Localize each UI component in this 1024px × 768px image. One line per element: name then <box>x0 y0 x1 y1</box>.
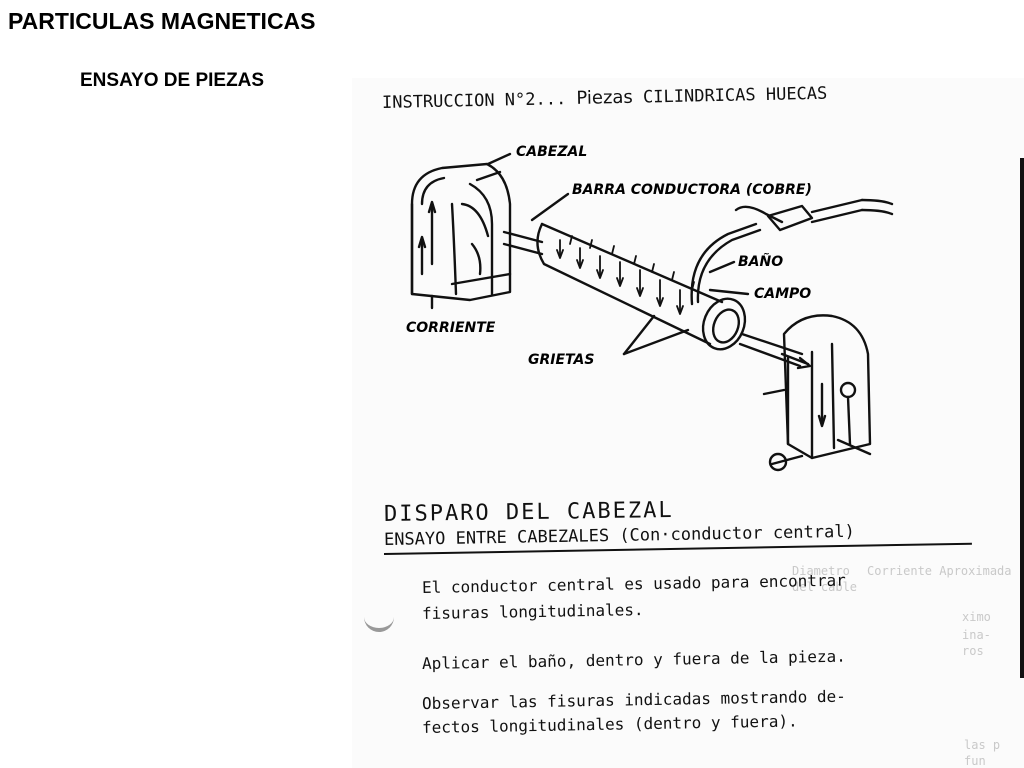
bleed-text: Diametro <box>792 564 850 578</box>
bleed-text: fun <box>964 754 986 768</box>
bleed-text: del cable <box>792 580 858 594</box>
bleed-text: ina- <box>962 628 991 642</box>
instruction-prefix: INSTRUCCION N°2... <box>381 89 567 113</box>
paragraph-1-line-1: El conductor central es usado para encon… <box>421 570 846 597</box>
punch-hole-mark <box>364 608 394 632</box>
bleed-text: ximo <box>962 610 991 624</box>
paragraph-3-line-1: Observar las fisuras indicadas mostrando… <box>421 686 846 713</box>
label-bar: BARRA CONDUCTORA (COBRE) <box>572 182 812 198</box>
bath-nozzle <box>690 198 894 306</box>
paragraph-3-line-2: fectos longitudinales (dentro y fuera). <box>421 711 798 737</box>
label-field: CAMPO <box>754 286 811 302</box>
instruction-rest: CILINDRICAS HUECAS <box>642 83 828 108</box>
slide-subtitle: ENSAYO DE PIEZAS <box>80 70 265 91</box>
label-head: CABEZAL <box>516 144 587 160</box>
label-bath: BAÑO <box>738 253 783 270</box>
bleed-text: Corriente Aproximada <box>867 564 1012 578</box>
paragraph-2: Aplicar el baño, dentro y fuera de la pi… <box>421 646 846 673</box>
bleed-text: ros <box>962 644 984 658</box>
label-current: CORRIENTE <box>406 320 496 336</box>
scan-edge-shadow <box>1020 158 1024 678</box>
slide-title: PARTICULAS MAGNETICAS <box>8 8 316 34</box>
bleed-text: las p <box>964 738 1001 752</box>
magnetizing-diagram: CABEZAL BARRA CONDUCTORA (COBRE) BAÑO CA… <box>406 144 894 472</box>
instruction-heading: INSTRUCCION N°2... Piezas CILINDRICAS HU… <box>382 83 828 113</box>
left-head <box>410 162 512 302</box>
right-head <box>762 314 872 472</box>
scanned-document: Diametro Corriente Aproximada del cable … <box>352 78 1024 768</box>
paragraph-1-line-2: fisuras longitudinales. <box>421 600 644 623</box>
label-cracks: GRIETAS <box>528 352 594 368</box>
section-title: DISPARO DEL CABEZAL <box>383 497 674 527</box>
instruction-word: Piezas <box>576 86 634 109</box>
